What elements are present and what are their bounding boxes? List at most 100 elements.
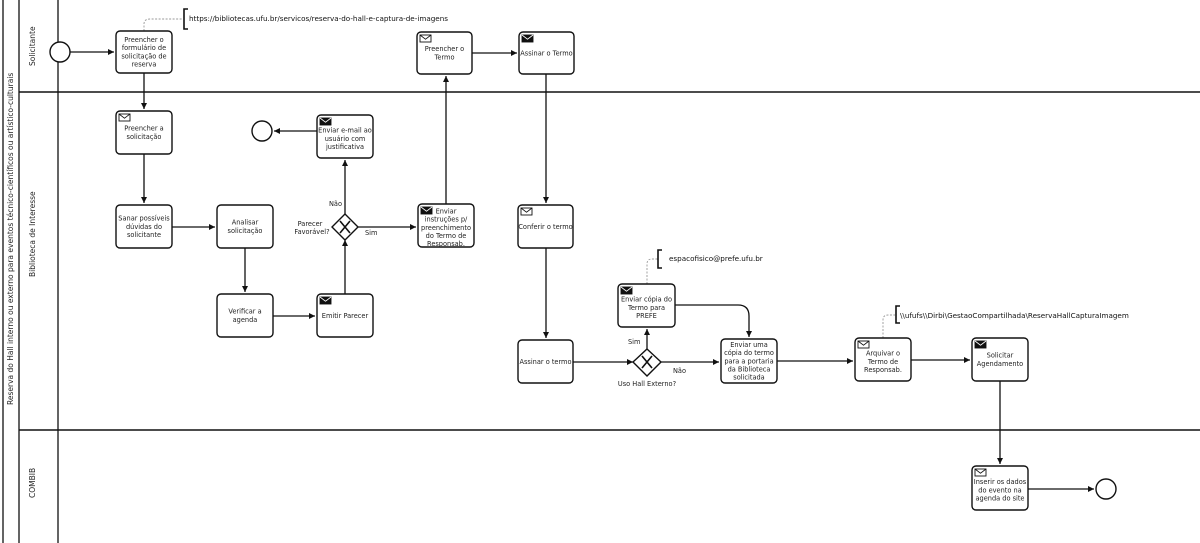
annotation-email[interactable]: espacofisico@prefe.ufu.br: [669, 254, 763, 263]
gateway-uso-hall-externo[interactable]: [631, 348, 663, 377]
associations: [143, 18, 895, 338]
task-box: [518, 31, 575, 75]
annotation-path[interactable]: \\ufufs\\Dirbi\GestaoCompartilhada\Reser…: [900, 311, 1129, 320]
gateway-no-label: Não: [673, 367, 686, 375]
task-label-line: Enviar e-mail ao: [318, 127, 372, 135]
task-label-line: solicitação de: [121, 52, 166, 60]
gateway-parecer-favoravel[interactable]: [331, 213, 359, 241]
task-box: [115, 30, 173, 74]
task-box: [316, 114, 374, 159]
send-message-icon: [521, 34, 534, 43]
task-label-line: Preencher o: [124, 36, 163, 44]
annotation-bracket-a3: [895, 305, 900, 324]
task-label-line: Agendamento: [977, 360, 1023, 368]
task-box: [216, 293, 274, 338]
task-label-line: Inserir os dados: [974, 478, 1027, 486]
task-label-line: Enviar cópia do: [621, 296, 672, 304]
receive-message-icon: [118, 113, 131, 122]
send-message-icon: [620, 286, 633, 295]
end-event-completed[interactable]: [1095, 478, 1117, 500]
task-label-line: Conferir o termo: [518, 223, 572, 231]
gateway-yes-label: Sim: [628, 338, 640, 346]
gateway-yes-label: Sim: [365, 229, 377, 237]
receive-message-icon: [857, 340, 870, 349]
send-message-icon: [974, 340, 987, 349]
annotation-bracket-a2: [657, 249, 662, 269]
task-label-line: Arquivar o: [866, 350, 900, 358]
task-label-line: reserva: [132, 61, 157, 69]
task-label-line: dúvidas do: [126, 223, 162, 231]
task-box: [316, 293, 374, 338]
task-label-line: Sanar possíveis: [118, 215, 170, 223]
flow-t13-to-t14[interactable]: [675, 304, 752, 337]
task-box: [417, 203, 475, 248]
gateway-label-line: Favorável?: [294, 228, 330, 236]
lane-label-biblioteca: Biblioteca de Interesse: [28, 191, 37, 277]
receive-message-icon: [520, 207, 533, 216]
task-label-line: solicitação: [127, 133, 162, 141]
task-label-line: Assinar o termo: [519, 358, 571, 366]
task-label-line: Responsab.: [864, 366, 902, 374]
exclusive-x-icon: [339, 220, 351, 234]
task-label-line: preenchimento: [421, 224, 471, 232]
task-assinar-o-termo[interactable]: Assinar o Termo: [518, 31, 575, 75]
task-label-line: do Termo de: [426, 232, 467, 240]
task-box: [971, 337, 1029, 382]
task-box: [517, 204, 574, 249]
gateway-label-line: Parecer: [298, 220, 323, 228]
task-label-line: Preencher o: [425, 45, 464, 53]
task-emitir-parecer[interactable]: Emitir Parecer: [316, 293, 374, 338]
task-label-line: Enviar: [436, 207, 457, 215]
task-box: [115, 110, 173, 155]
end-event-rejected[interactable]: [251, 120, 273, 142]
task-box: [854, 337, 912, 382]
annotation-bracket-a1: [183, 8, 188, 30]
receive-message-icon: [419, 34, 432, 43]
task-label-line: Analisar: [232, 219, 259, 227]
task-conferir-o-termo[interactable]: Conferir o termo: [517, 204, 574, 249]
association-a1: [143, 18, 182, 31]
task-assinar-o-termo[interactable]: Assinar o termo: [517, 339, 574, 384]
lane-label-combib: COMBIB: [28, 468, 37, 498]
task-label-line: Termo para: [627, 304, 665, 312]
task-label-line: Assinar o Termo: [520, 49, 572, 57]
lane-label-solicitante: Solicitante: [28, 26, 37, 66]
annotation-brackets: [183, 8, 900, 324]
task-label-line: Termo de: [867, 358, 898, 366]
task-label-line: Preencher a: [124, 125, 163, 133]
association-a3: [882, 314, 895, 338]
task-label-line: agenda: [233, 316, 258, 324]
send-message-icon: [420, 206, 433, 215]
task-label-line: solicitação: [228, 227, 263, 235]
start-event[interactable]: [49, 41, 71, 63]
task-box: [971, 465, 1029, 511]
task-box: [720, 338, 778, 384]
task-label-line: instruções p/: [425, 216, 468, 224]
annotation-url[interactable]: https://bibliotecas.ufu.br/servicos/rese…: [189, 14, 448, 23]
gateway-no-label: Não: [329, 200, 342, 208]
task-label-line: Responsab.: [427, 240, 465, 248]
sequence-flows: [70, 49, 1094, 492]
task-label-line: agenda do site: [975, 495, 1024, 503]
task-box: [416, 31, 473, 75]
task-box: [216, 204, 274, 249]
task-box: [517, 339, 574, 384]
task-label-line: Emitir Parecer: [322, 312, 369, 320]
receive-message-icon: [974, 468, 987, 477]
task-label-line: para a portaria: [724, 357, 773, 365]
